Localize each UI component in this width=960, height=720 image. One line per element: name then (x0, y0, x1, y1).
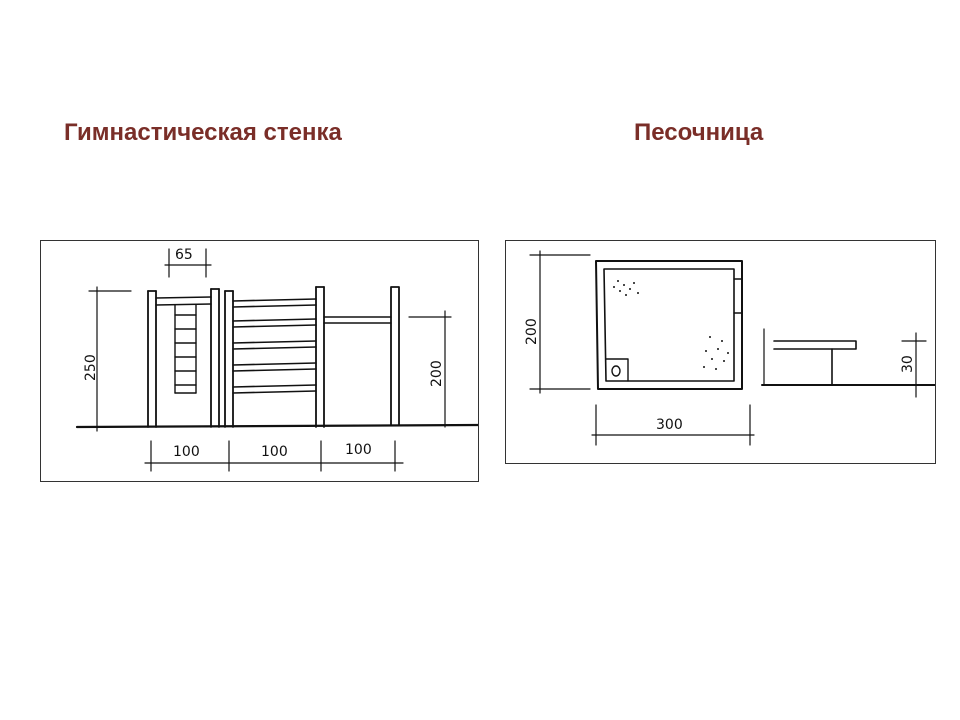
side-board-elevation (773, 340, 857, 350)
dim-65: 65 (175, 247, 193, 263)
dim-line-bottom (144, 440, 404, 472)
ground-line (75, 423, 478, 429)
dim-100-c: 100 (345, 442, 372, 458)
corner-post (611, 365, 621, 377)
dim-line-side (901, 332, 927, 398)
dim-250: 250 (83, 354, 99, 381)
rungs-2 (232, 298, 317, 394)
dim-100-a: 100 (173, 444, 200, 460)
sandbox-svg: 200 300 30 (524, 250, 935, 446)
top-bar-1 (155, 296, 212, 306)
horizontal-bar (323, 316, 392, 324)
sandbox-drawing: 200 300 30 (505, 240, 936, 464)
gymnastic-wall-svg: 65 250 200 100 100 100 (75, 247, 478, 472)
sandbox-inner (603, 268, 735, 382)
sandbox-outer (595, 260, 743, 390)
dim-width: 300 (656, 417, 683, 433)
post-caps-1 (147, 288, 220, 292)
dim-line-65 (164, 248, 212, 278)
dim-line-200 (408, 310, 452, 428)
gymnastic-wall-drawing: 65 250 200 100 100 100 (40, 240, 479, 482)
post-1 (147, 290, 157, 428)
side-board (733, 278, 743, 314)
dim-line-width (591, 404, 755, 446)
corner-seat (605, 358, 629, 382)
dim-line-depth (529, 250, 591, 394)
title-gymnastic-wall: Гимнастическая стенка (64, 119, 342, 146)
dim-depth: 200 (524, 318, 540, 345)
post-2 (210, 288, 220, 428)
post-3 (224, 290, 234, 428)
dim-200: 200 (429, 360, 445, 387)
dim-line-250 (88, 286, 132, 432)
post-4 (315, 286, 325, 428)
sand-dots (613, 280, 729, 370)
inner-rails-1 (174, 304, 197, 394)
dim-side: 30 (900, 355, 916, 373)
rungs-1 (174, 314, 197, 394)
post-caps-2 (224, 286, 325, 292)
dim-100-b: 100 (261, 444, 288, 460)
title-sandbox: Песочница (634, 119, 764, 146)
post-5 (390, 286, 400, 426)
